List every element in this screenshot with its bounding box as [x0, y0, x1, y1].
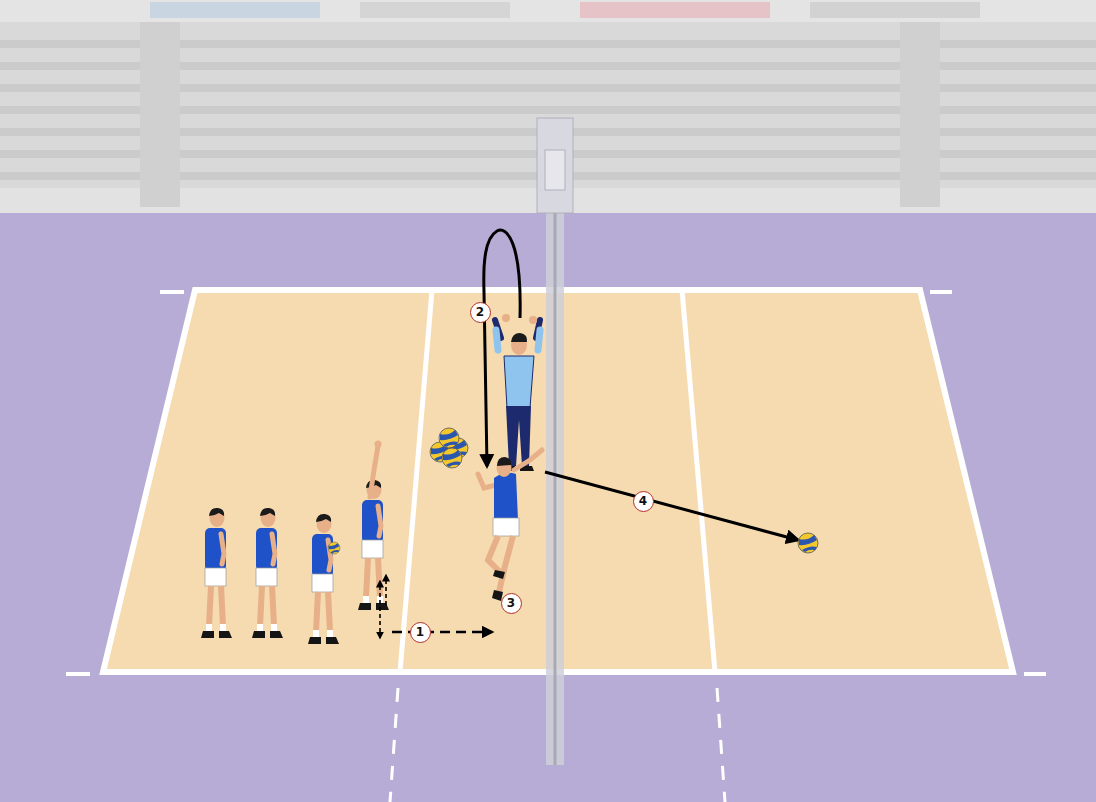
callout-circle: 2 — [470, 302, 491, 323]
callout-circle: 1 — [410, 622, 431, 643]
callout-circle: 3 — [501, 593, 522, 614]
callout-number: 2 — [476, 306, 484, 318]
callout-number: 1 — [416, 626, 424, 638]
callout-number: 4 — [639, 495, 647, 507]
callout-circle: 4 — [633, 491, 654, 512]
callout-number: 3 — [507, 597, 515, 609]
